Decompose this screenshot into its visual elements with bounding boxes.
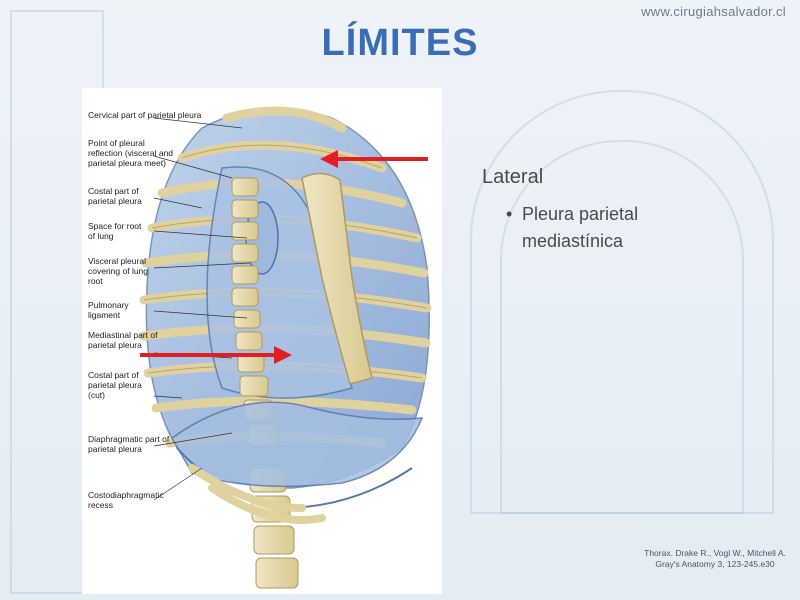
label-pleural-reflection: Point of pleural reflection (visceral an… [88, 138, 174, 168]
label-cervical-pleura: Cervical part of parietal pleura [88, 110, 202, 120]
pointer-arrow-upper [320, 150, 428, 168]
background-decoration [470, 90, 774, 514]
label-mediastinal-pleura: Mediastinal part of parietal pleura [88, 330, 158, 350]
label-diaphragmatic-pleura: Diaphragmatic part of parietal pleura [88, 434, 170, 454]
bullet-text: Pleura parietal mediastínica [522, 204, 639, 251]
citation: Thorax. Drake R., Vogl W., Mitchell A. G… [644, 548, 786, 569]
label-root-space: Space for root of lung [88, 221, 142, 241]
slide-title: LÍMITES [321, 22, 479, 64]
pointer-arrow-lower [140, 346, 292, 364]
bullet-item: • Pleura parietal mediastínica [506, 201, 722, 255]
label-costal-cut: Costal part of parietal pleura (cut) [88, 370, 142, 400]
background-decoration [500, 140, 744, 514]
label-costal-pleura: Costal part of parietal pleura [88, 186, 142, 206]
label-costodiaphragmatic-recess: Costodiaphragmatic recess [88, 490, 164, 510]
watermark: www.cirugiahsalvador.cl [641, 4, 786, 19]
label-pulmonary-ligament: Pulmonary ligament [88, 300, 129, 320]
bullet-icon: • [506, 204, 513, 224]
section-heading: Lateral [482, 166, 544, 188]
pleura-drawing [139, 106, 432, 589]
label-visceral-root: Visceral pleural covering of lung root [88, 256, 149, 286]
thorax-illustration: Cervical part of parietal pleura Point o… [82, 88, 442, 594]
